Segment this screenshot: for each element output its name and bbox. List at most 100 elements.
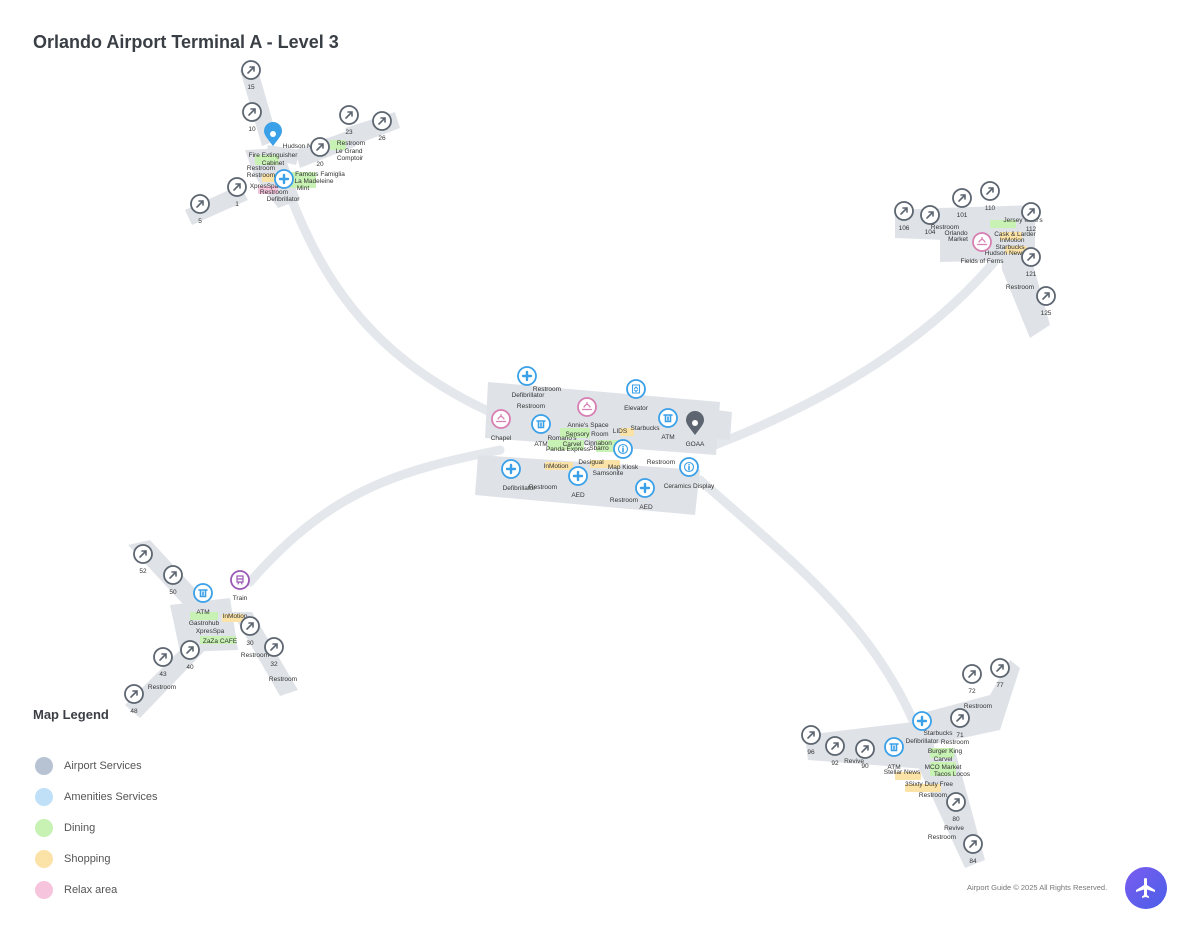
place-label[interactable]: Le Grand <box>335 148 362 155</box>
place-label[interactable]: Cask & Larder <box>994 231 1036 238</box>
place-label[interactable]: La Madeleine <box>294 178 333 185</box>
place-label[interactable]: Restroom <box>529 484 557 491</box>
place-label[interactable]: Starbucks <box>631 425 661 432</box>
place-label[interactable]: Romano's <box>547 435 577 442</box>
airport-guide-button[interactable] <box>1125 867 1167 909</box>
gate-marker[interactable]: 5 <box>190 194 210 225</box>
place-label[interactable]: Restroom <box>247 165 275 172</box>
place-label[interactable]: Market <box>948 236 968 243</box>
gate-marker[interactable]: 80 <box>946 792 966 823</box>
gate-marker[interactable]: 15 <box>241 60 261 91</box>
place-label[interactable]: Tacos Locos <box>934 771 971 778</box>
gate-marker[interactable]: 121 <box>1021 247 1041 278</box>
place-label[interactable]: Restroom <box>1006 284 1034 291</box>
gate-marker[interactable]: 125 <box>1036 286 1056 317</box>
place-label[interactable]: InMotion <box>544 463 569 470</box>
gate-marker[interactable]: 10 <box>242 102 262 133</box>
gate-marker[interactable]: 77 <box>990 658 1010 689</box>
gate-marker[interactable]: 106 <box>894 201 914 232</box>
place-label[interactable]: Panda Express <box>546 446 591 453</box>
amenity-pin[interactable] <box>912 711 932 731</box>
amenity-pin[interactable] <box>635 478 655 498</box>
place-label[interactable]: Cinnabon <box>584 440 612 447</box>
place-label[interactable]: Restroom <box>260 189 288 196</box>
place-label[interactable]: Restroom <box>931 224 959 231</box>
place-label[interactable]: Restroom <box>533 386 561 393</box>
place-label[interactable]: Revive <box>944 825 964 832</box>
place-label[interactable]: Restroom <box>241 652 269 659</box>
amenity-pin[interactable] <box>264 122 282 146</box>
amenity-pin[interactable] <box>626 379 646 399</box>
place-label[interactable]: InMotion <box>223 613 248 620</box>
place-label[interactable]: LIDS <box>613 428 628 435</box>
amenity-pin[interactable] <box>658 408 678 428</box>
place-label[interactable]: Restroom <box>919 792 947 799</box>
place-label[interactable]: Restroom <box>337 140 365 147</box>
place-label[interactable]: Restroom <box>269 676 297 683</box>
place-label[interactable]: Restroom <box>941 739 969 746</box>
place-label[interactable]: Sbarro <box>589 445 609 452</box>
gate-marker[interactable]: 96 <box>801 725 821 756</box>
place-label[interactable]: Carvel <box>934 756 953 763</box>
place-label[interactable]: XpresSpa <box>196 628 225 635</box>
gate-marker[interactable]: 32 <box>264 637 284 668</box>
gate-marker[interactable]: 26 <box>372 111 392 142</box>
place-label[interactable]: Annie's Space <box>567 422 609 429</box>
gate-marker[interactable]: 112 <box>1021 202 1041 233</box>
place-label[interactable]: Restroom <box>610 497 638 504</box>
amenity-pin[interactable] <box>501 459 521 479</box>
gate-marker[interactable]: 1 <box>227 177 247 208</box>
place-label[interactable]: Starbucks <box>996 244 1026 251</box>
amenity-pin[interactable] <box>531 414 551 434</box>
gate-marker[interactable]: 72 <box>962 664 982 695</box>
gate-marker[interactable]: 104 <box>920 205 940 236</box>
amenity-pin[interactable] <box>613 439 633 459</box>
place-label[interactable]: Mint <box>297 185 309 192</box>
place-label[interactable]: Revive <box>844 758 864 765</box>
gate-marker[interactable]: 90 <box>855 739 875 770</box>
place-label[interactable]: Restroom <box>148 684 176 691</box>
place-label[interactable]: Starbucks <box>924 730 954 737</box>
place-label[interactable]: Orlando <box>944 230 968 237</box>
amenity-pin[interactable] <box>686 411 704 435</box>
amenity-pin[interactable] <box>972 232 992 252</box>
gate-marker[interactable]: 71 <box>950 708 970 739</box>
place-label[interactable]: Stellar News <box>884 769 921 776</box>
place-label[interactable]: Gastrohub <box>189 620 220 627</box>
place-label[interactable]: Samsonite <box>593 470 624 477</box>
place-label[interactable]: Restroom <box>517 403 545 410</box>
place-label[interactable]: MCO Market <box>925 764 962 771</box>
gate-marker[interactable]: 20 <box>310 137 330 168</box>
place-label[interactable]: Restroom <box>647 459 675 466</box>
gate-marker[interactable]: 23 <box>339 105 359 136</box>
amenity-pin[interactable] <box>491 409 511 429</box>
gate-marker[interactable]: 48 <box>124 684 144 715</box>
amenity-pin[interactable] <box>884 737 904 757</box>
place-label[interactable]: InMotion <box>1000 237 1025 244</box>
place-label[interactable]: XpresSpa <box>250 183 279 190</box>
gate-marker[interactable]: 101 <box>952 188 972 219</box>
place-label[interactable]: Burger King <box>928 748 963 755</box>
place-label[interactable]: Carvel <box>563 441 582 448</box>
place-label[interactable]: Desigual <box>578 459 604 466</box>
place-label[interactable]: Jersey Mike's <box>1003 217 1043 224</box>
place-label[interactable]: ZaZa CAFE <box>203 638 238 645</box>
amenity-pin[interactable] <box>193 583 213 603</box>
gate-marker[interactable]: 52 <box>133 544 153 575</box>
gate-marker[interactable]: 50 <box>163 565 183 596</box>
gate-marker[interactable]: 30 <box>240 616 260 647</box>
place-label[interactable]: Restroom <box>247 172 275 179</box>
place-label[interactable]: Restroom <box>928 834 956 841</box>
amenity-pin[interactable] <box>679 457 699 477</box>
amenity-pin[interactable] <box>517 366 537 386</box>
amenity-pin[interactable] <box>568 466 588 486</box>
place-label[interactable]: 3Sixty Duty Free <box>905 781 953 788</box>
place-label[interactable]: Comptoir <box>337 155 364 162</box>
gate-marker[interactable]: 110 <box>980 181 1000 212</box>
place-label[interactable]: Famous Famiglia <box>295 171 345 178</box>
gate-marker[interactable]: 92 <box>825 736 845 767</box>
place-label[interactable]: Hudson News <box>283 143 324 150</box>
place-label[interactable]: Restroom <box>964 703 992 710</box>
gate-marker[interactable]: 40 <box>180 640 200 671</box>
